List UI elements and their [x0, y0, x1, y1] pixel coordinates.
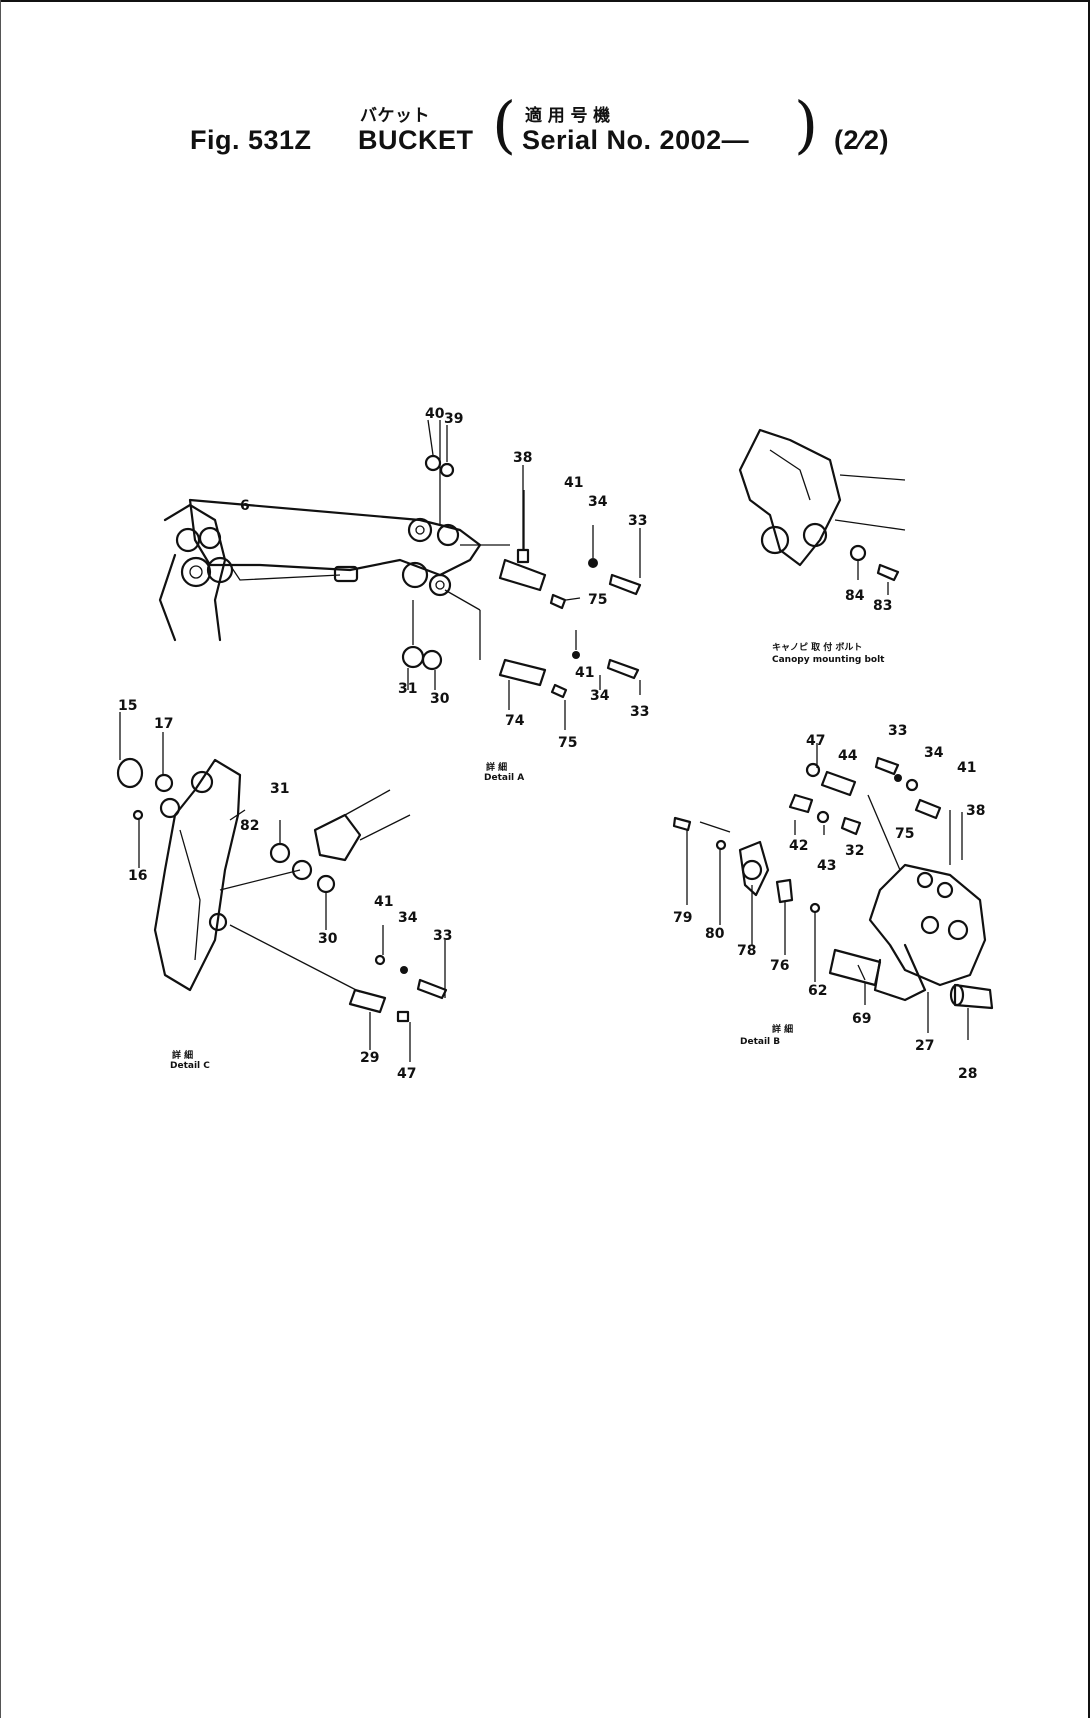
serial-japanese: 適 用 号 機: [525, 106, 611, 125]
callout-15: 15: [118, 698, 137, 714]
detail-c-assembly: [116, 712, 448, 1023]
frame-top-border: [0, 0, 1090, 2]
callout-84: 84: [845, 588, 865, 604]
open-paren: (: [492, 88, 517, 161]
callout-17: 17: [154, 716, 173, 732]
callout-6: 6: [240, 498, 250, 514]
callout-47-b: 47: [806, 733, 825, 749]
callout-34-b: 34: [590, 688, 610, 704]
canopy-mounting-detail: [738, 428, 906, 582]
callout-33-b: 33: [630, 704, 649, 720]
detail-b-assembly: [672, 756, 994, 1010]
callout-78: 78: [737, 943, 756, 959]
callout-42: 42: [789, 838, 808, 854]
callout-62: 62: [808, 983, 827, 999]
canopy-caption-jp: キャノピ 取 付 ボルト: [772, 643, 863, 653]
frame-right-border: [1088, 0, 1090, 1718]
callout-75-d: 75: [895, 826, 914, 842]
detail-c-caption: Detail C: [170, 1061, 210, 1071]
callout-41-b: 41: [575, 665, 594, 681]
callout-39: 39: [444, 411, 463, 427]
callout-41-c: 41: [374, 894, 393, 910]
callout-41-d: 41: [957, 760, 976, 776]
callout-80: 80: [705, 926, 725, 942]
callout-38-d: 38: [966, 803, 985, 819]
callout-74: 74: [505, 713, 525, 729]
callout-34-c: 34: [398, 910, 418, 926]
callout-labels: 40 39 6 38 41 34 33 75 31 30 74 41 34 33…: [118, 406, 985, 1082]
callout-40: 40: [425, 406, 445, 422]
callout-76: 76: [770, 958, 789, 974]
serial-number: Serial No. 2002—: [522, 125, 750, 155]
callout-32: 32: [845, 843, 864, 859]
callout-82: 82: [240, 818, 259, 834]
detail-c-caption-jp: 詳 細: [172, 1051, 194, 1061]
callout-47: 47: [397, 1066, 416, 1082]
callout-75-b: 75: [558, 735, 577, 751]
figure-number: Fig. 531Z: [190, 125, 312, 155]
title-english: BUCKET: [358, 125, 474, 155]
detail-b-caption: Detail B: [740, 1037, 781, 1047]
detail-b-caption-jp: 詳 細: [772, 1025, 794, 1035]
callout-79: 79: [673, 910, 692, 926]
callout-83: 83: [873, 598, 892, 614]
callout-43: 43: [817, 858, 836, 874]
close-paren: ): [794, 88, 819, 161]
callout-41: 41: [564, 475, 583, 491]
callout-34: 34: [588, 494, 608, 510]
callout-31: 31: [398, 681, 417, 697]
leader-lines: [138, 419, 969, 1062]
main-arm-assembly: [158, 420, 642, 699]
callout-30-c: 30: [318, 931, 338, 947]
callout-33-c: 33: [433, 928, 452, 944]
callout-30: 30: [430, 691, 450, 707]
detail-a-caption: Detail A: [484, 773, 525, 783]
title-japanese: バケット: [360, 106, 430, 125]
callout-69: 69: [852, 1011, 871, 1027]
callout-29: 29: [360, 1050, 379, 1066]
callout-33-d: 33: [888, 723, 907, 739]
callout-31-c: 31: [270, 781, 289, 797]
callout-33: 33: [628, 513, 647, 529]
callout-34-d: 34: [924, 745, 944, 761]
callout-28: 28: [958, 1066, 977, 1082]
callout-27: 27: [915, 1038, 934, 1054]
frame-left-border: [0, 0, 1, 1718]
page-fraction: (2⁄2): [834, 125, 890, 155]
detail-a-caption-jp: 詳 細: [486, 763, 508, 773]
callout-16: 16: [128, 868, 147, 884]
callout-44: 44: [838, 748, 858, 764]
callout-38: 38: [513, 450, 532, 466]
callout-75: 75: [588, 592, 607, 608]
canopy-caption: Canopy mounting bolt: [772, 655, 885, 665]
